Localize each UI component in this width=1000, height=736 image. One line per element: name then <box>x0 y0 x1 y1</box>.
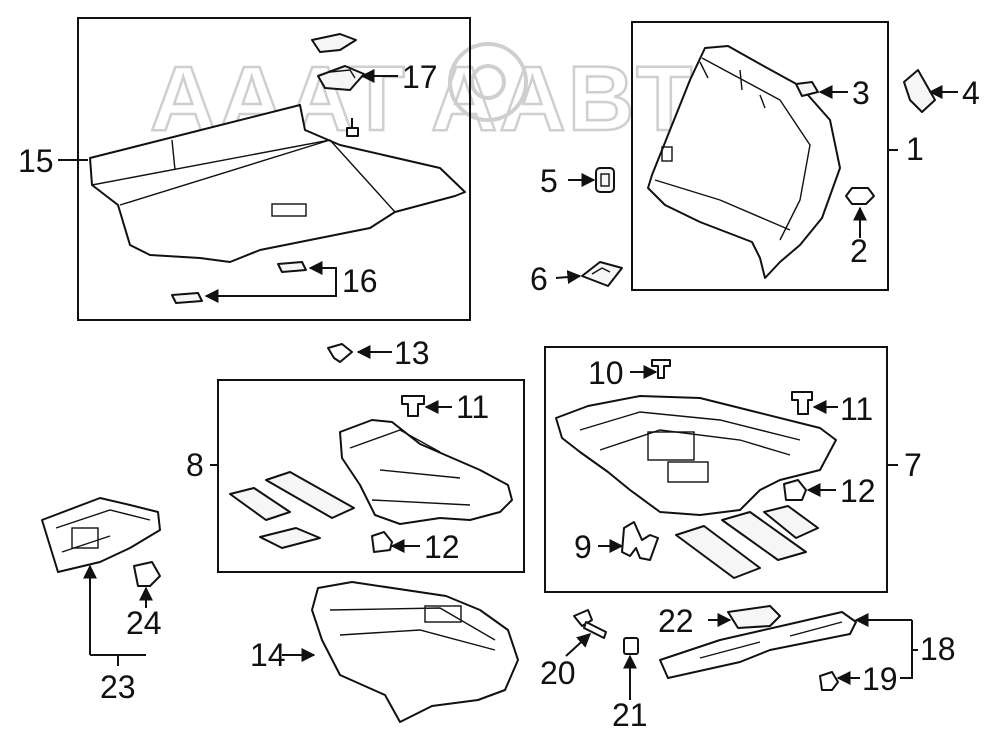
part-21-clip <box>623 637 639 655</box>
callout-15: 15 <box>18 143 54 179</box>
part-4-pad <box>903 69 936 113</box>
group-box-7 <box>544 346 888 593</box>
callout-20: 20 <box>540 655 576 691</box>
part-5-grommet <box>595 167 615 193</box>
part-14-box <box>311 581 519 723</box>
callout-22: 22 <box>658 603 694 639</box>
callout-6: 6 <box>530 261 548 297</box>
part-2-clip <box>845 187 875 205</box>
leader-lines <box>58 69 958 700</box>
callout-4: 4 <box>962 75 980 111</box>
callout-23: 23 <box>100 669 136 705</box>
part-22-pad <box>727 605 781 629</box>
part-8-pads <box>229 471 355 549</box>
part-9-clip <box>621 521 659 561</box>
callout-7: 7 <box>904 447 922 483</box>
part-11-clip-b <box>791 391 813 415</box>
callout-12-b: 12 <box>840 473 876 509</box>
part-10-clip <box>651 359 671 379</box>
part-13-bracket <box>327 343 353 363</box>
callout-9: 9 <box>574 529 592 565</box>
part-6-clip <box>581 261 623 287</box>
callout-8: 8 <box>186 447 204 483</box>
part-19-clip <box>819 671 839 691</box>
part-17-clips <box>311 33 365 137</box>
callout-1: 1 <box>906 131 924 167</box>
part-11-clip-a <box>401 395 425 417</box>
part-7-tray <box>555 395 837 516</box>
callout-3: 3 <box>852 75 870 111</box>
callout-10: 10 <box>588 355 624 391</box>
callout-11-a: 11 <box>456 389 489 425</box>
group-box-15 <box>77 17 471 321</box>
callout-16: 16 <box>342 263 378 299</box>
part-23-housing <box>41 497 161 573</box>
part-15-deck-board <box>89 104 466 263</box>
callout-11-b: 11 <box>840 391 873 427</box>
callout-labels: 1 2 3 4 5 6 7 8 9 10 11 11 12 12 13 14 1… <box>18 59 980 733</box>
callout-18: 18 <box>920 631 956 667</box>
part-20-bolt <box>573 609 607 639</box>
part-12-clip-a <box>371 531 393 553</box>
part-24-bulb <box>133 561 161 587</box>
callout-17: 17 <box>402 59 438 95</box>
part-18-rail <box>659 611 857 679</box>
callout-2: 2 <box>850 233 868 269</box>
callout-13: 13 <box>394 335 430 371</box>
callout-14: 14 <box>250 637 286 673</box>
callout-19: 19 <box>862 661 898 697</box>
callout-5: 5 <box>540 163 558 199</box>
group-box-1 <box>631 21 889 291</box>
callout-12-a: 12 <box>424 529 460 565</box>
part-16-pads <box>171 261 307 304</box>
callout-24: 24 <box>126 605 162 641</box>
callout-21: 21 <box>612 697 648 733</box>
part-12-clip-b <box>783 479 807 501</box>
part-7-pads <box>675 505 819 579</box>
part-8-tray <box>339 419 513 525</box>
part-3-clip <box>795 81 819 97</box>
group-box-8 <box>217 379 525 573</box>
